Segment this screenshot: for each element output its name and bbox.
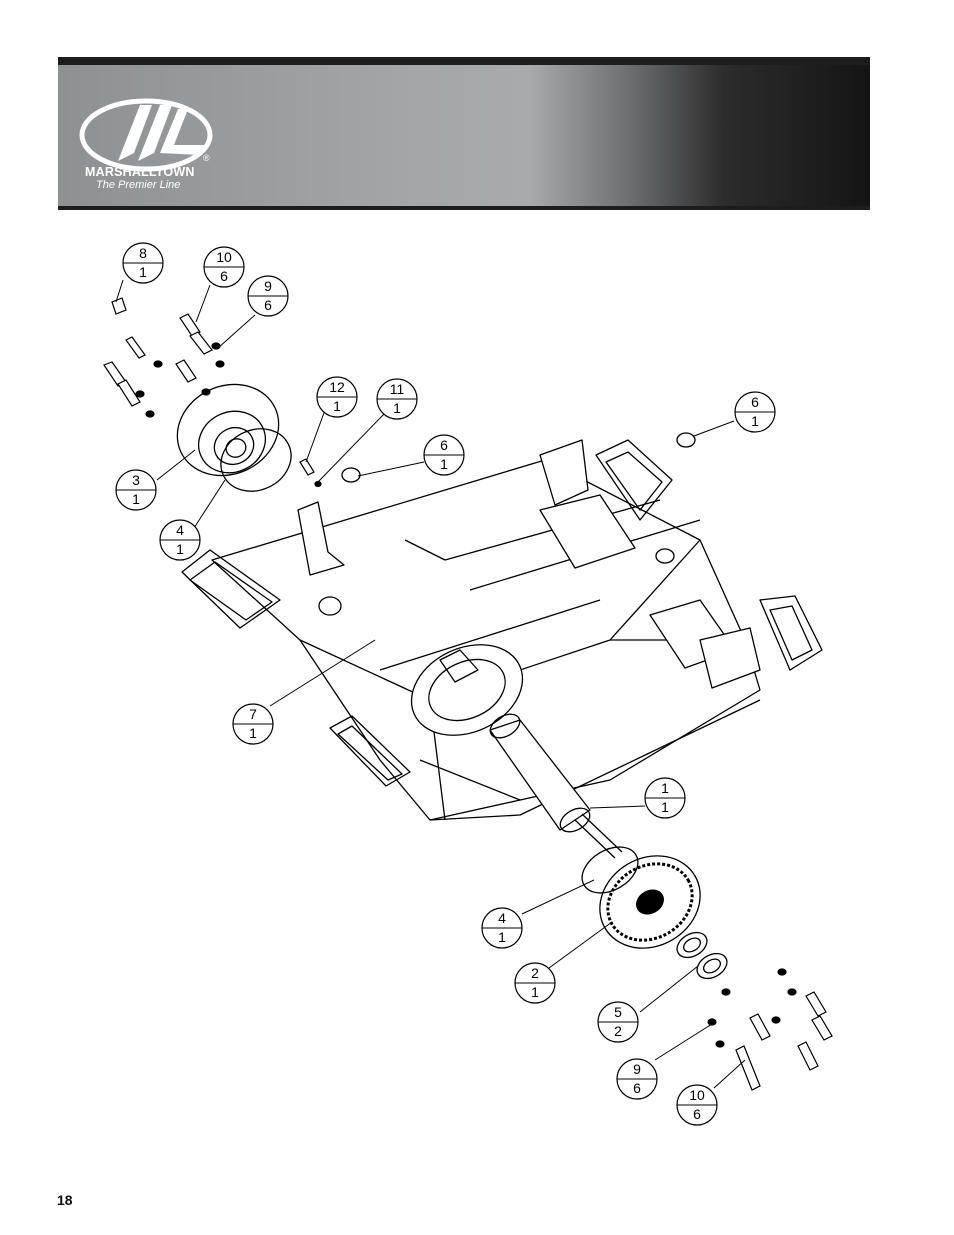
callout-bubble: 2 1 <box>514 962 556 1004</box>
right-wheel <box>581 846 701 949</box>
boss-left <box>318 596 342 616</box>
callout-item: 9 <box>264 278 272 294</box>
brand-tagline: The Premier Line <box>96 179 181 191</box>
callout-qty: 1 <box>249 725 257 741</box>
callout-bubble: 4 1 <box>481 907 523 949</box>
handles <box>181 439 823 787</box>
callout-item: 6 <box>440 437 448 453</box>
callout-item: 9 <box>633 1061 641 1077</box>
callout-item: 6 <box>751 394 759 410</box>
callout-qty: 6 <box>264 297 272 313</box>
callout-qty: 6 <box>220 268 228 284</box>
callout-item: 7 <box>249 706 257 722</box>
callout-item: 10 <box>216 249 232 265</box>
left-flange <box>176 383 292 492</box>
nuts-left <box>135 342 322 488</box>
brackets <box>297 439 761 689</box>
plate-flange <box>410 644 524 736</box>
callout-bubble: 4 1 <box>159 519 201 561</box>
callout-bubble: 10 6 <box>676 1084 718 1126</box>
boss-right <box>655 548 675 564</box>
callout-qty: 1 <box>132 491 140 507</box>
callout-bubble: 9 6 <box>616 1058 658 1100</box>
shaft <box>489 713 623 859</box>
header-band: ® MARSHALLTOWN The Premier Line <box>58 57 870 210</box>
callout-qty: 1 <box>751 413 759 429</box>
callout-item: 10 <box>689 1087 705 1103</box>
callout-qty: 6 <box>633 1080 641 1096</box>
callout-bubble: 1 1 <box>644 777 686 819</box>
callout-qty: 1 <box>661 799 669 815</box>
bolt-12 <box>299 458 315 476</box>
callout-item: 4 <box>498 910 506 926</box>
callout-item: 5 <box>614 1004 622 1020</box>
callout-qty: 2 <box>614 1023 622 1039</box>
hardware <box>103 297 833 1091</box>
callout-item: 3 <box>132 472 140 488</box>
callout-item: 12 <box>329 379 345 395</box>
registered-mark: ® <box>203 153 210 163</box>
callout-qty: 1 <box>393 400 401 416</box>
brand-name: MARSHALLTOWN <box>85 165 195 179</box>
callout-bubble: 8 1 <box>122 242 164 284</box>
callout-qty: 1 <box>531 984 539 1000</box>
callout-item: 4 <box>176 522 184 538</box>
callout-bubble: 11 1 <box>376 378 418 420</box>
callout-qty: 1 <box>440 456 448 472</box>
callout-bubble: 12 1 <box>316 376 358 418</box>
callout-bubble: 9 6 <box>247 275 289 317</box>
callout-bubble: 3 1 <box>115 469 157 511</box>
callout-item: 1 <box>661 780 669 796</box>
bolts-left <box>103 297 213 407</box>
marshalltown-logo <box>79 98 213 172</box>
callout-bubble: 6 1 <box>423 434 465 476</box>
bolts-right <box>735 991 833 1091</box>
nuts-right <box>707 968 797 1048</box>
callout-item: 2 <box>531 965 539 981</box>
callout-qty: 1 <box>498 929 506 945</box>
callout-qty: 1 <box>176 541 184 557</box>
washer-5a <box>676 931 708 959</box>
callout-qty: 6 <box>693 1106 701 1122</box>
callout-bubble: 6 1 <box>734 391 776 433</box>
callout-item: 11 <box>390 381 405 397</box>
page-number: 18 <box>57 1192 73 1208</box>
callout-bubbles: 8 1 10 6 9 6 12 1 11 1 <box>115 242 776 1126</box>
callout-bubble: 10 6 <box>203 246 245 288</box>
grommet-a <box>341 467 361 483</box>
grommet-b <box>676 432 696 448</box>
callout-item: 8 <box>139 245 147 261</box>
callout-qty: 1 <box>333 398 341 414</box>
washer-5b <box>696 952 728 980</box>
callout-bubble: 7 1 <box>232 703 274 745</box>
leader-lines <box>115 279 746 1089</box>
callout-qty: 1 <box>139 264 147 280</box>
callout-bubble: 5 2 <box>597 1001 639 1043</box>
